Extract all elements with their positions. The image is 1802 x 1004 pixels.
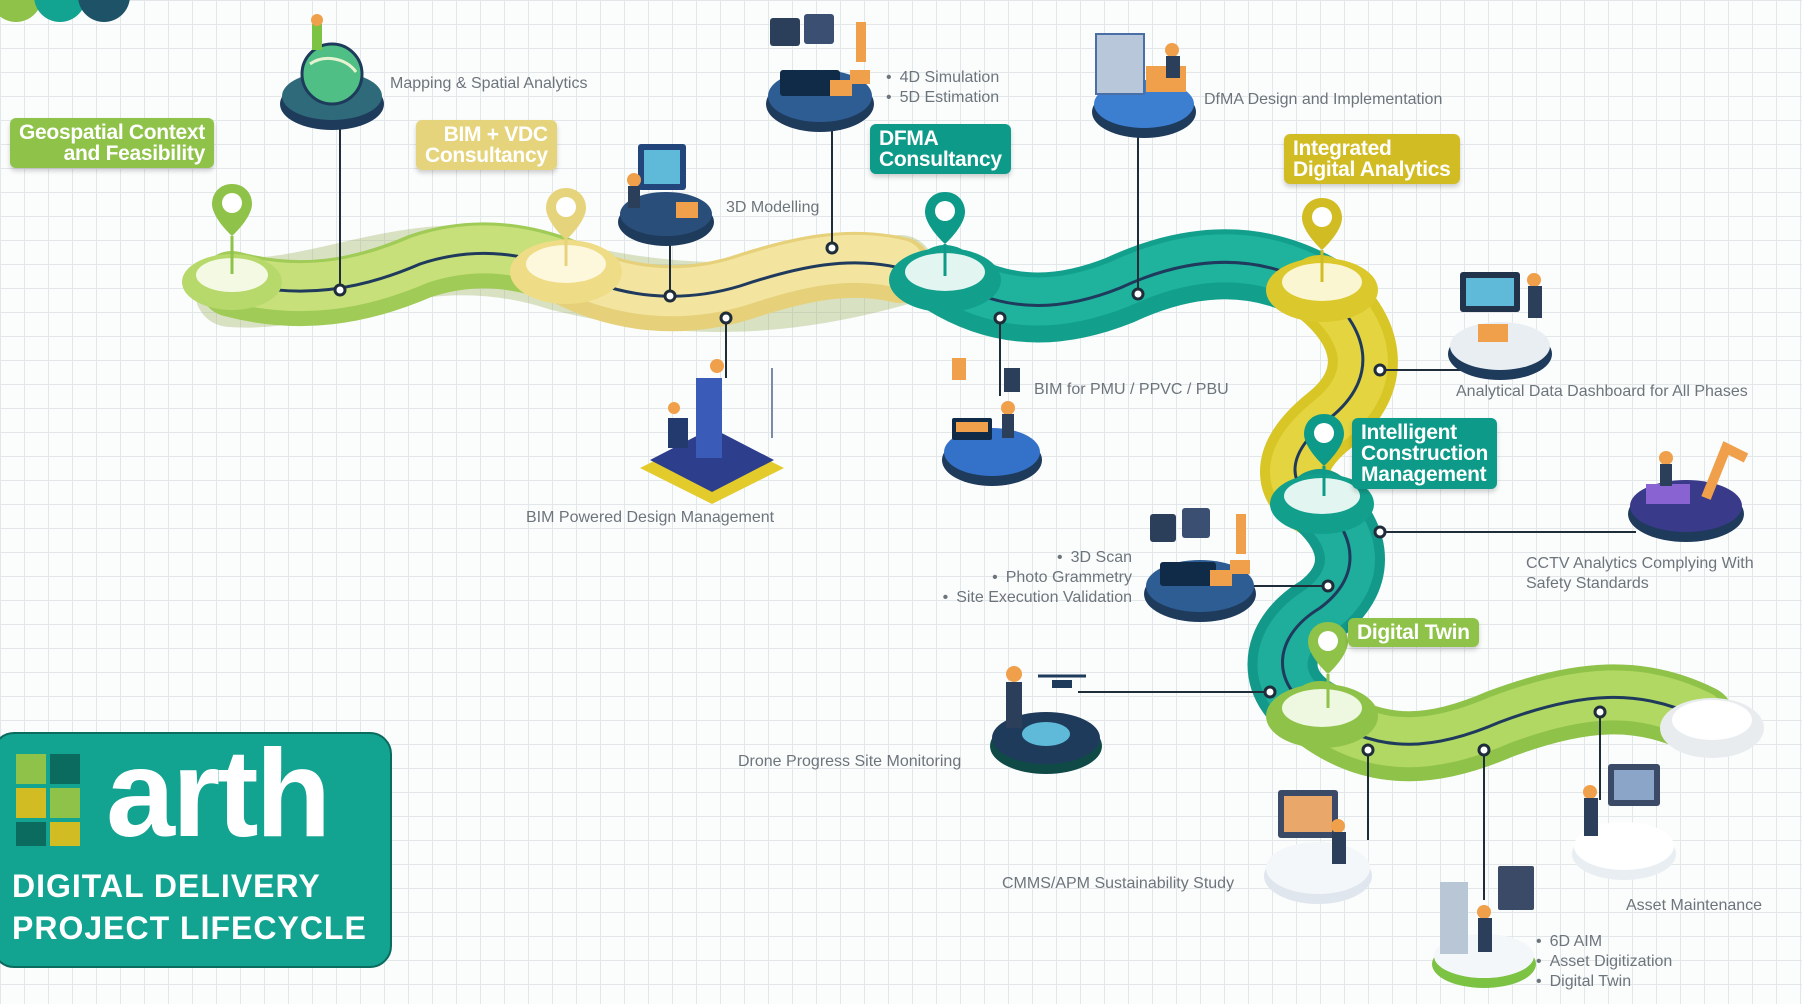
list-scan: 3D Scan Photo Grammetry Site Execution V… xyxy=(900,548,1132,608)
brand-logo-icon xyxy=(16,754,80,846)
milestone-geospatial-line1: Geospatial Context xyxy=(19,121,205,144)
label-asset-maintenance: Asset Maintenance xyxy=(1626,897,1763,914)
list-item: Digital Twin xyxy=(1536,972,1672,992)
isometric-illustration-icon xyxy=(1572,764,1676,880)
label-cctv-line2: Safety Standards xyxy=(1526,575,1649,592)
list-item: 5D Estimation xyxy=(886,88,1000,108)
list-item: Photo Grammetry xyxy=(900,568,1132,588)
milestone-dfma-line2: Consultancy xyxy=(879,148,1002,171)
platform-twin-top xyxy=(1282,689,1362,727)
milestone-analytics-line2: Digital Analytics xyxy=(1293,158,1451,181)
connector-node-icon xyxy=(1373,525,1387,539)
milestone-icm-line1: Intelligent xyxy=(1361,421,1457,444)
connector-node-icon xyxy=(1321,579,1335,593)
milestone-dfma-line1: DFMA xyxy=(879,127,939,150)
milestone-geospatial-line2: and Feasibility xyxy=(63,142,206,165)
isometric-illustration-icon xyxy=(1628,441,1749,542)
milestone-bim-vdc-line1: BIM + VDC xyxy=(443,123,548,146)
milestone-analytics: Integrated Digital Analytics xyxy=(1284,134,1460,184)
label-cctv-line1: CCTV Analytics Complying With xyxy=(1526,555,1754,572)
list-item: 4D Simulation xyxy=(886,68,1000,88)
connector-node-icon xyxy=(1373,363,1387,377)
list-item: 6D AIM xyxy=(1536,932,1672,952)
milestone-dfma: DFMA Consultancy xyxy=(870,124,1011,174)
isometric-illustration-icon xyxy=(1144,508,1256,622)
milestone-bim-vdc-line2: Consultancy xyxy=(425,144,548,167)
location-pin-icon xyxy=(1304,414,1344,496)
isometric-illustration-icon xyxy=(990,666,1102,774)
brand-subtitle-line2: PROJECT LIFECYCLE xyxy=(12,910,367,946)
location-pin-icon xyxy=(925,192,965,276)
label-dfma-design: DfMA Design and Implementation xyxy=(1204,91,1443,108)
label-bim-pmu: BIM for PMU / PPVC / PBU xyxy=(1034,381,1229,398)
list-item: Asset Digitization xyxy=(1536,952,1673,972)
corner-dot-navy xyxy=(78,0,130,22)
milestone-bim-vdc: BIM + VDC Consultancy xyxy=(416,120,557,170)
connector-node-icon xyxy=(1361,743,1375,757)
corner-dot-teal xyxy=(34,0,86,22)
connector-node-icon xyxy=(333,283,347,297)
platform-geospatial-top xyxy=(196,258,268,292)
connector-node-icon xyxy=(1263,685,1277,699)
location-pin-icon xyxy=(212,184,252,274)
milestone-digital-twin: Digital Twin xyxy=(1348,618,1479,647)
connector-node-icon xyxy=(719,311,733,325)
label-drone: Drone Progress Site Monitoring xyxy=(738,753,962,770)
connector-node-icon xyxy=(1477,743,1491,757)
location-pin-icon xyxy=(1302,198,1342,282)
milestone-digital-twin-line1: Digital Twin xyxy=(1357,621,1470,644)
corner-dot-green xyxy=(0,0,42,22)
brand-card: arth DIGITAL DELIVERY PROJECT LIFECYCLE xyxy=(0,725,392,968)
platform-end-top xyxy=(1672,700,1752,740)
milestone-icm: Intelligent Construction Management xyxy=(1352,418,1498,489)
brand-wordmark: arth xyxy=(106,725,331,863)
illustrations xyxy=(280,14,1749,988)
isometric-illustration-icon xyxy=(618,144,714,246)
isometric-illustration-icon xyxy=(1092,33,1196,138)
list-item: 3D Scan xyxy=(900,548,1132,568)
isometric-illustration-icon xyxy=(640,359,784,504)
milestone-icm-line2: Construction xyxy=(1361,442,1489,465)
isometric-illustration-icon xyxy=(766,14,874,132)
milestone-icm-line3: Management xyxy=(1361,463,1487,486)
milestone-geospatial: Geospatial Context and Feasibility xyxy=(10,118,214,168)
connector-node-icon xyxy=(1593,705,1607,719)
isometric-illustration-icon xyxy=(942,358,1042,486)
label-cmms: CMMS/APM Sustainability Study xyxy=(1002,875,1235,892)
connector-node-icon xyxy=(825,241,839,255)
location-pins xyxy=(212,184,1348,708)
isometric-illustration-icon xyxy=(1264,790,1372,904)
milestone-platforms xyxy=(182,240,1764,758)
connector-node-icon xyxy=(1131,287,1145,301)
road-surface-green-final xyxy=(1295,670,1725,768)
label-3d-modelling: 3D Modelling xyxy=(726,199,820,216)
isometric-illustration-icon xyxy=(280,14,384,130)
list-aim: 6D AIM Asset Digitization Digital Twin xyxy=(1536,932,1673,992)
road-surface-teal xyxy=(921,234,1344,326)
connector-nodes xyxy=(333,241,1607,757)
milestone-analytics-line1: Integrated xyxy=(1293,137,1392,160)
connector-node-icon xyxy=(993,311,1007,325)
list-simulation: 4D Simulation 5D Estimation xyxy=(886,68,1000,108)
label-bim-design: BIM Powered Design Management xyxy=(526,509,775,526)
location-pin-icon xyxy=(546,188,586,266)
isometric-illustration-icon xyxy=(1448,272,1552,380)
brand-subtitle-line1: DIGITAL DELIVERY xyxy=(12,868,321,904)
label-dashboard: Analytical Data Dashboard for All Phases xyxy=(1456,383,1748,400)
label-mapping: Mapping & Spatial Analytics xyxy=(390,75,588,92)
connectors xyxy=(339,118,1636,900)
location-pin-icon xyxy=(1308,622,1348,708)
list-item: Site Execution Validation xyxy=(900,588,1132,608)
isometric-illustration-icon xyxy=(1432,866,1536,988)
platform-icm-top xyxy=(1284,478,1360,514)
label-cctv: CCTV Analytics Complying With Safety Sta… xyxy=(1526,554,1754,594)
connector-node-icon xyxy=(663,289,677,303)
